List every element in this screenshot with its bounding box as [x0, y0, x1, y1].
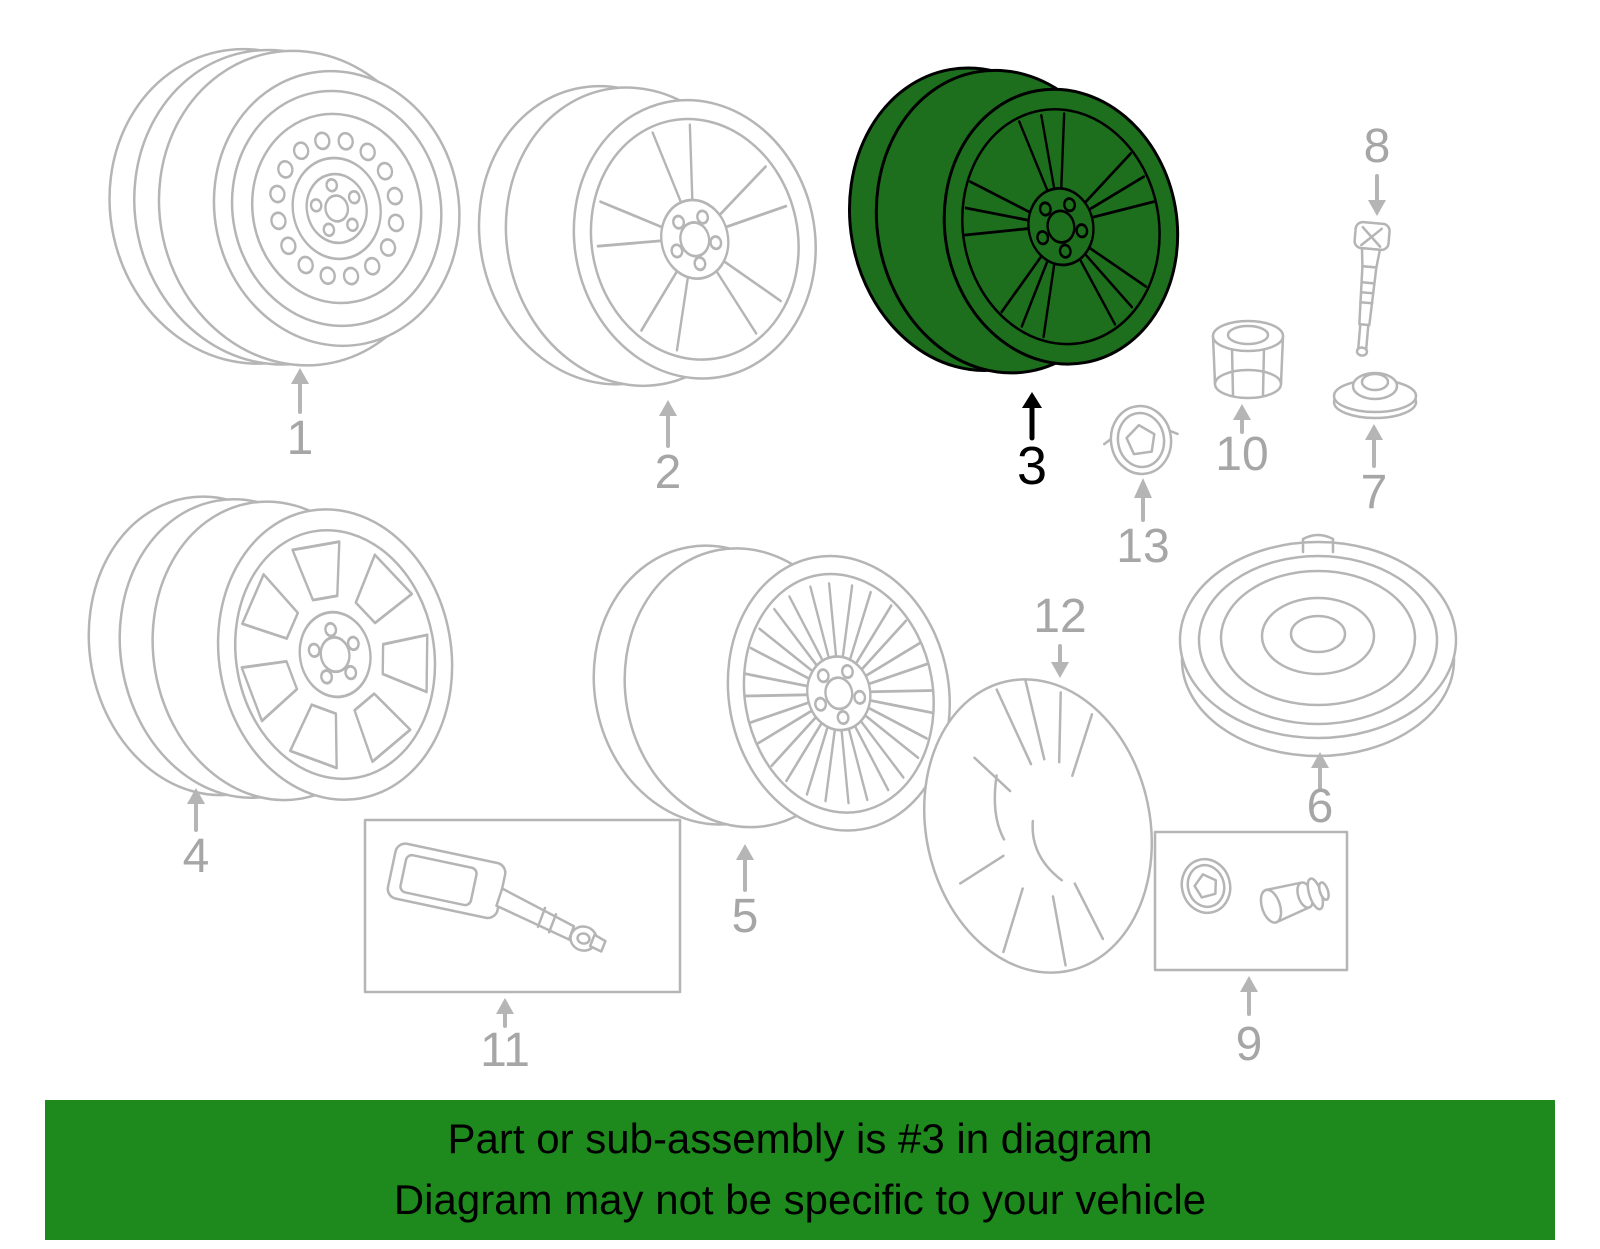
part-arrow-8 — [1368, 174, 1386, 216]
part-arrow-4 — [187, 788, 205, 832]
part-arrow-11 — [496, 998, 514, 1028]
part-arrow-6 — [1311, 752, 1329, 790]
banner-line-2: Diagram may not be specific to your vehi… — [393, 1176, 1207, 1223]
part-label-2: 2 — [655, 446, 682, 499]
part-arrow-1 — [291, 368, 309, 414]
part-label-4: 4 — [183, 830, 210, 883]
part-arrow-2 — [659, 400, 677, 448]
part-label-1: 1 — [287, 412, 314, 465]
part-label-5: 5 — [732, 890, 759, 943]
part-arrow-3-highlighted — [1022, 392, 1042, 441]
part-9-wheel-lock-kit-box — [1153, 830, 1349, 972]
part-label-10: 10 — [1215, 428, 1268, 481]
part-10-lug-nut — [1211, 319, 1285, 400]
part-13-center-cap — [1102, 404, 1179, 476]
banner-line-1: Part or sub-assembly is #3 in diagram — [447, 1115, 1153, 1163]
part-label-8: 8 — [1364, 120, 1391, 173]
part-1-steel-wheel — [108, 47, 461, 367]
part-label-6: 6 — [1307, 780, 1334, 833]
part-arrow-9 — [1240, 976, 1258, 1016]
part-label-13: 13 — [1116, 520, 1169, 573]
part-label-9: 9 — [1236, 1018, 1263, 1071]
part-12-wheel-cover — [922, 678, 1154, 974]
part-3-alloy-wheel-highlighted — [847, 66, 1180, 375]
part-arrow-7 — [1365, 424, 1383, 468]
part-label-12: 12 — [1033, 590, 1086, 643]
part-label-3-highlighted: 3 — [1017, 436, 1047, 496]
part-arrow-13 — [1134, 478, 1152, 522]
part-4-alloy-wheel — [87, 495, 454, 802]
highlight-banner: Part or sub-assembly is #3 in diagram Di… — [45, 1100, 1555, 1240]
part-5-alloy-wheel — [592, 544, 952, 832]
part-7-lug-nut-cap — [1332, 371, 1418, 420]
part-label-11: 11 — [480, 1024, 530, 1077]
part-arrow-5 — [736, 844, 754, 892]
part-arrow-10 — [1233, 404, 1251, 434]
part-8-valve-stem-sensor — [1353, 220, 1391, 357]
part-label-7: 7 — [1361, 466, 1388, 519]
part-2-alloy-wheel — [477, 84, 817, 388]
part-6-spare-steel-wheel — [1178, 533, 1458, 758]
part-11-tpms-sensor-box — [363, 818, 682, 994]
part-arrow-12 — [1051, 644, 1069, 678]
